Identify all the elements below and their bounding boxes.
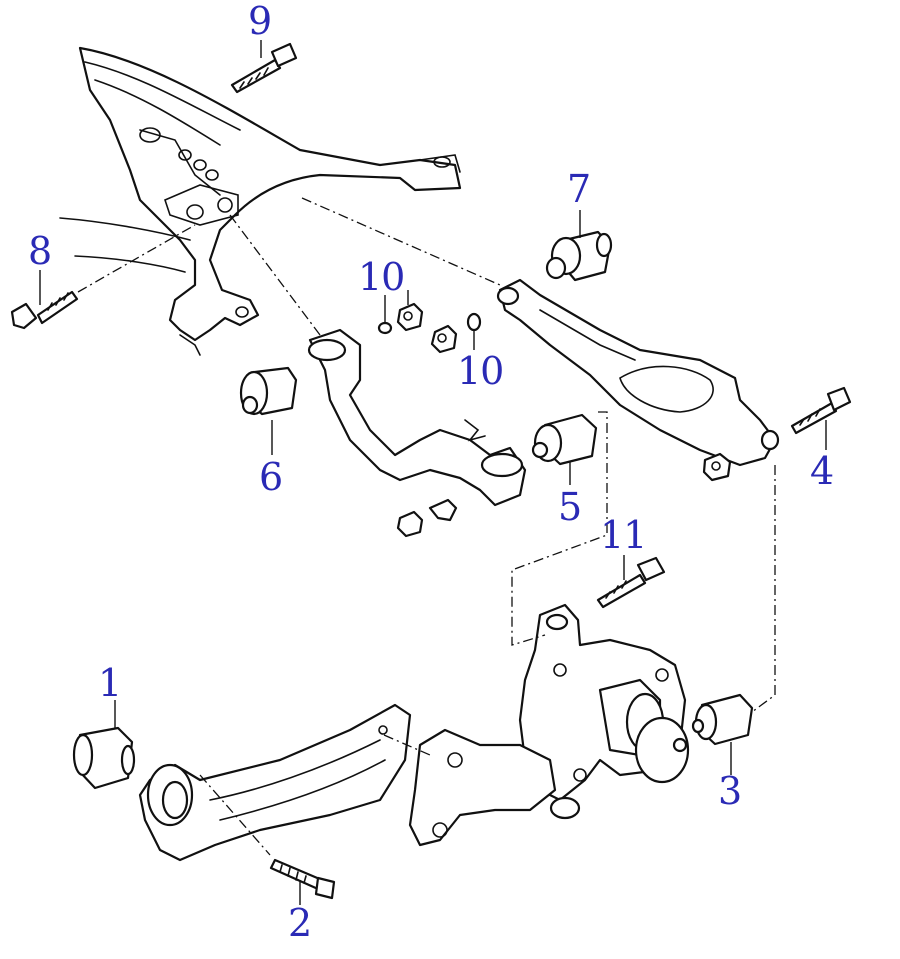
wheel-carrier [518, 603, 690, 802]
bushing-1 [72, 726, 136, 790]
assembly-lines [77, 197, 776, 856]
trailing-arm [138, 703, 581, 862]
callout-9: 9 [248, 0, 272, 43]
rear-subframe [59, 46, 462, 356]
callout-10-upper: 10 [358, 255, 405, 299]
callout-3: 3 [718, 769, 742, 813]
bolt-4 [790, 386, 852, 435]
upper-control-arm [307, 328, 527, 507]
callout-7: 7 [567, 167, 591, 211]
callout-2: 2 [288, 901, 312, 945]
bolt-11 [596, 556, 666, 609]
callout-1: 1 [98, 661, 122, 705]
lower-control-arm [496, 278, 780, 467]
nut-10-upper [377, 302, 424, 335]
bushing-7 [545, 230, 613, 282]
callout-8: 8 [28, 229, 52, 273]
bolt-9 [230, 42, 298, 94]
nut-lower-link [396, 498, 458, 538]
bolt-2 [269, 858, 336, 900]
callout-5: 5 [558, 485, 582, 529]
callout-4: 4 [810, 449, 834, 493]
bushing-5 [531, 413, 598, 466]
bushing-6 [239, 366, 298, 416]
bushing-3 [691, 693, 754, 746]
nut-lower-arm [702, 452, 732, 482]
callout-11: 11 [600, 513, 647, 557]
bolt-8 [10, 290, 79, 330]
nut-10-lower [430, 312, 482, 354]
callout-leaders [39, 40, 827, 905]
callout-6: 6 [259, 455, 283, 499]
callout-10-lower: 10 [457, 349, 504, 393]
